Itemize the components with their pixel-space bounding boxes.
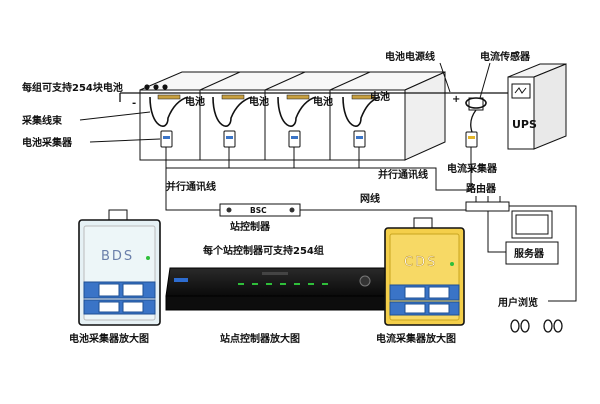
bds-enlarged: BDS xyxy=(78,209,161,326)
parallel-bus-right-line xyxy=(359,158,472,191)
negative-terminal-mark: - xyxy=(132,98,136,109)
battery-label-4: 电池 xyxy=(370,90,390,103)
cds-status-led xyxy=(450,262,454,266)
cds-enlarged: CDS xyxy=(384,217,465,326)
collector-label: 电池采集器 xyxy=(22,136,73,149)
bundle-label: 采集线束 xyxy=(21,114,63,127)
battery-collectors xyxy=(160,130,366,154)
battery-collector-module xyxy=(223,130,236,154)
battery-label-1: 电池 xyxy=(185,95,205,108)
ups-unit: UPS xyxy=(507,63,567,150)
power-line-label: 电池电源线 xyxy=(385,50,435,63)
controller-led-row xyxy=(238,283,328,285)
router-to-server-line xyxy=(487,211,508,253)
parallel-bus-left-label: 并行通讯线 xyxy=(166,180,216,193)
server-device xyxy=(505,210,559,265)
network-label: 网线 xyxy=(360,192,380,205)
battery-string-top xyxy=(139,71,446,91)
group-capacity-label: 每组可支持254块电池 xyxy=(22,81,123,94)
parallel-bus-right-label: 并行通讯线 xyxy=(378,168,428,181)
positive-terminal-mark: + xyxy=(452,94,460,105)
router-device xyxy=(465,196,510,212)
current-sensor xyxy=(465,97,487,133)
per-controller-label: 每个站控制器可支持254组 xyxy=(203,244,324,257)
battery-collector-module xyxy=(160,130,173,154)
parallel-bus-left-line xyxy=(165,168,220,211)
battery-collector-module xyxy=(288,130,301,154)
router-label: 路由器 xyxy=(466,182,497,195)
battery-label-2: 电池 xyxy=(249,95,269,108)
user-view-label: 用户浏览 xyxy=(497,296,538,309)
controller-power-button xyxy=(359,275,371,287)
ups-label: UPS xyxy=(512,118,537,131)
router-to-user-line xyxy=(509,205,577,302)
controller-enlarged xyxy=(165,267,390,311)
cds-zoom-caption: 电流采集器放大图 xyxy=(376,332,456,345)
sense-wire-loops xyxy=(149,96,381,127)
cell-connectors xyxy=(157,94,375,100)
bds-zoom-caption: 电池采集器放大图 xyxy=(69,332,149,345)
user-group-icon xyxy=(510,319,563,333)
battery-string-side xyxy=(404,71,446,161)
parallel-bus-line xyxy=(165,154,360,169)
battery-string xyxy=(139,71,446,169)
server-label: 服务器 xyxy=(514,247,545,260)
ellipsis-dots-icon xyxy=(144,84,168,90)
battery-string-front xyxy=(139,89,406,161)
battery-label-3: 电池 xyxy=(313,95,333,108)
current-collector-module xyxy=(465,131,478,158)
current-collector-label: 电流采集器 xyxy=(447,162,498,175)
bsc-label: BSC xyxy=(250,206,267,215)
bds-label: BDS xyxy=(101,249,134,264)
cds-label: CDS xyxy=(404,255,437,270)
bds-status-led xyxy=(146,256,150,260)
bsc-controller: BSC xyxy=(219,203,301,217)
station-controller-label: 站控制器 xyxy=(230,220,271,233)
battery-collector-module xyxy=(353,130,366,154)
controller-zoom-caption: 站点控制器放大图 xyxy=(220,332,300,345)
current-sensor-label: 电流传感器 xyxy=(480,50,531,63)
